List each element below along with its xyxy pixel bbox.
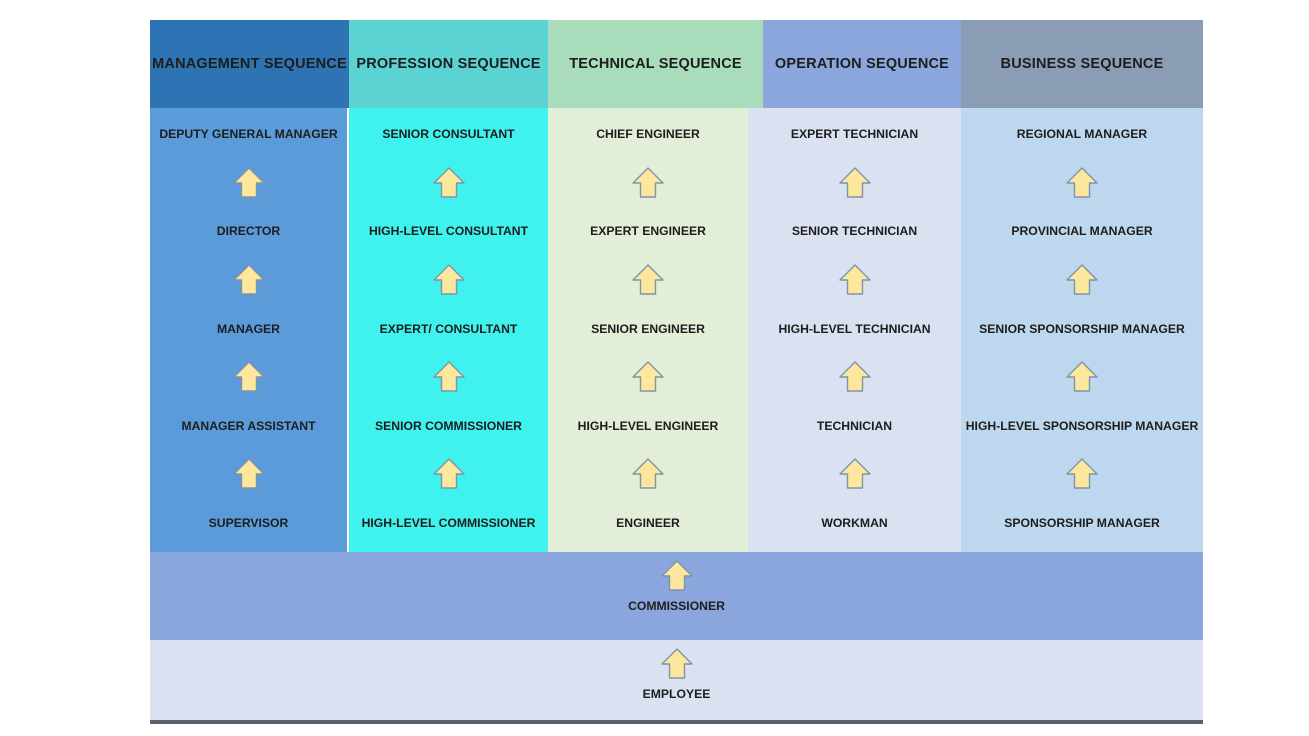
sequence-header-label: PROFESSION SEQUENCE [356, 56, 541, 72]
sequence-header-label: TECHNICAL SEQUENCE [569, 56, 742, 72]
up-arrow-icon [232, 166, 266, 200]
rung-label: ENGINEER [616, 516, 680, 530]
sequence-column-management: DEPUTY GENERAL MANAGER DIRECTOR MANAGER [150, 108, 347, 552]
rung-label: SENIOR ENGINEER [591, 321, 705, 336]
up-arrow-icon [432, 360, 466, 394]
shared-level-label: COMMISSIONER [628, 599, 725, 613]
rung-label: HIGH-LEVEL CONSULTANT [368, 224, 529, 239]
up-arrow-icon [631, 166, 665, 200]
career-ladder-diagram: MANAGEMENT SEQUENCE PROFESSION SEQUENCE … [150, 20, 1203, 724]
up-arrow-icon [1065, 263, 1099, 297]
rung-label: DEPUTY GENERAL MANAGER [159, 127, 338, 141]
rung-label: CHIEF ENGINEER [596, 127, 700, 141]
baseline-divider [150, 720, 1203, 724]
up-arrow-icon [660, 647, 694, 681]
sequence-columns-row: DEPUTY GENERAL MANAGER DIRECTOR MANAGER [150, 108, 1203, 552]
rung-label: TECHNICIAN [816, 418, 893, 433]
sequence-header-management[interactable]: MANAGEMENT SEQUENCE [150, 20, 349, 108]
up-arrow-icon [631, 360, 665, 394]
rung-label: MANAGER ASSISTANT [181, 418, 316, 433]
rung-label: SPONSORSHIP MANAGER [1004, 516, 1160, 530]
up-arrow-icon [432, 263, 466, 297]
up-arrow-icon [631, 263, 665, 297]
rung-label: HIGH-LEVEL COMMISSIONER [361, 516, 536, 530]
up-arrow-icon [1065, 457, 1099, 491]
up-arrow-icon [1065, 360, 1099, 394]
up-arrow-icon [838, 457, 872, 491]
rung-label: SENIOR COMMISSIONER [375, 418, 522, 433]
rung-label: SENIOR TECHNICIAN [791, 224, 918, 239]
sequence-header-label: OPERATION SEQUENCE [774, 56, 950, 72]
sequence-header-label: MANAGEMENT SEQUENCE [152, 56, 347, 72]
sequence-header-business[interactable]: BUSINESS SEQUENCE [961, 20, 1203, 108]
shared-level-employee: EMPLOYEE [150, 640, 1203, 720]
up-arrow-icon [232, 263, 266, 297]
rung-label: HIGH-LEVEL ENGINEER [577, 418, 719, 433]
up-arrow-icon [1065, 166, 1099, 200]
sequence-column-operation: EXPERT TECHNICIAN SENIOR TECHNICIAN HIGH… [748, 108, 961, 552]
rung-label: SUPERVISOR [208, 516, 289, 530]
rung-label: SENIOR SPONSORSHIP MANAGER [979, 321, 1185, 336]
up-arrow-icon [232, 457, 266, 491]
rung-label: WORKMAN [821, 516, 888, 530]
sequence-column-technical: CHIEF ENGINEER EXPERT ENGINEER SENIOR EN… [548, 108, 748, 552]
sequence-header-profession[interactable]: PROFESSION SEQUENCE [349, 20, 548, 108]
rung-label: REGIONAL MANAGER [1016, 127, 1148, 141]
shared-level-label: EMPLOYEE [642, 687, 711, 701]
up-arrow-icon [838, 360, 872, 394]
shared-level-commissioner: COMMISSIONER [150, 552, 1203, 640]
rung-label: DIRECTOR [216, 224, 281, 239]
up-arrow-icon [232, 360, 266, 394]
sequence-header-row: MANAGEMENT SEQUENCE PROFESSION SEQUENCE … [150, 20, 1203, 108]
up-arrow-icon [838, 166, 872, 200]
rung-label: EXPERT TECHNICIAN [790, 127, 919, 141]
up-arrow-icon [631, 457, 665, 491]
sequence-header-label: BUSINESS SEQUENCE [1000, 56, 1164, 72]
rung-label: EXPERT/ CONSULTANT [379, 321, 518, 336]
up-arrow-icon [432, 166, 466, 200]
rung-label: HIGH-LEVEL SPONSORSHIP MANAGER [965, 418, 1199, 433]
sequence-header-technical[interactable]: TECHNICAL SEQUENCE [548, 20, 763, 108]
up-arrow-icon [660, 559, 694, 593]
rung-label: SENIOR CONSULTANT [382, 127, 515, 141]
rung-label: EXPERT ENGINEER [590, 224, 706, 239]
up-arrow-icon [838, 263, 872, 297]
sequence-column-profession: SENIOR CONSULTANT HIGH-LEVEL CONSULTANT … [349, 108, 548, 552]
rung-label: PROVINCIAL MANAGER [1011, 224, 1153, 239]
rung-label: HIGH-LEVEL TECHNICIAN [778, 321, 931, 336]
rung-label: MANAGER [217, 321, 280, 336]
sequence-header-operation[interactable]: OPERATION SEQUENCE [763, 20, 961, 108]
sequence-column-business: REGIONAL MANAGER PROVINCIAL MANAGER SENI… [961, 108, 1203, 552]
up-arrow-icon [432, 457, 466, 491]
